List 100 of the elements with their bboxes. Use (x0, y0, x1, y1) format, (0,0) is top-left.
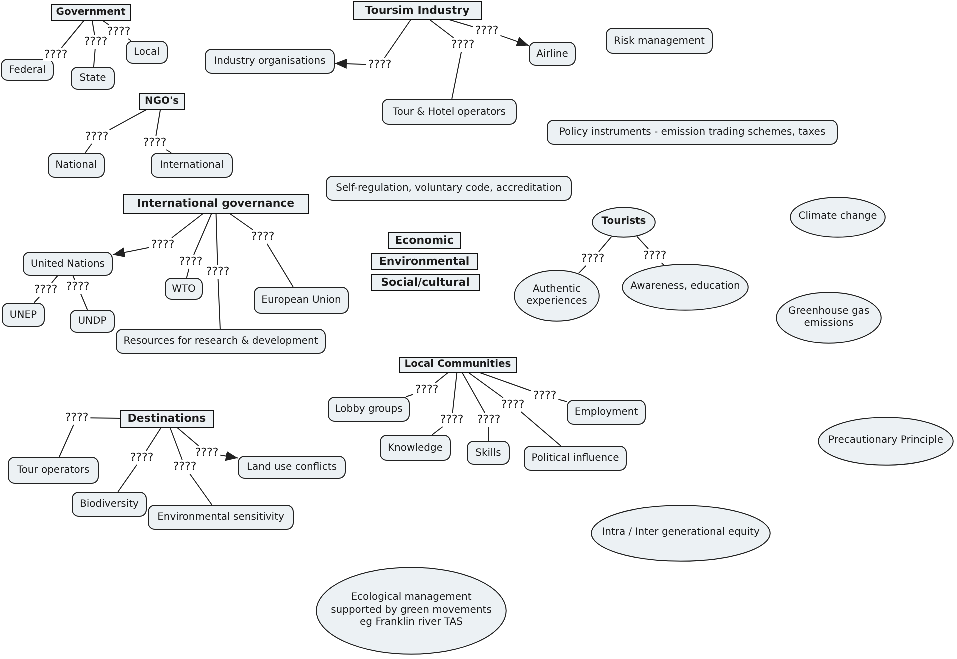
link-label: ???? (476, 414, 502, 426)
concept-box (524, 446, 627, 471)
concept-label: Knowledge (388, 442, 443, 454)
concept-label: Tourists (602, 216, 646, 229)
link-label: ???? (205, 266, 231, 278)
concept-label: National (56, 160, 98, 171)
concept-box (8, 457, 99, 484)
concept-label: Resources for research & development (124, 336, 318, 347)
concept-label: Skills (476, 448, 502, 458)
arrow (449, 20, 530, 46)
concept-label: Political influence (532, 453, 620, 464)
link-label: ???? (500, 399, 526, 411)
link-label: ???? (474, 25, 500, 37)
concept-box (547, 120, 838, 145)
connector-line (578, 236, 612, 274)
link-label: ???? (33, 284, 59, 296)
connector-line (636, 236, 665, 266)
concept-box (116, 329, 326, 354)
concept-box (48, 153, 105, 178)
link-label: ???? (367, 59, 393, 71)
concept-box (165, 278, 203, 300)
topic-box (123, 194, 309, 214)
concept-ellipse (622, 264, 749, 311)
concept-label: Land use conflicts (246, 462, 338, 473)
concept-box (71, 67, 115, 90)
concept-box (382, 99, 517, 125)
concept-box (1, 59, 54, 81)
concept-label: Lobby groups (335, 404, 403, 415)
concept-ellipse (818, 417, 954, 466)
connector-line (34, 276, 58, 304)
connector-line (430, 20, 462, 100)
connector-line (186, 214, 212, 278)
topic-label: Social/cultural (381, 276, 470, 290)
arrow (334, 20, 412, 69)
connector-line (102, 20, 132, 42)
connector-line (72, 276, 88, 310)
concept-box (529, 42, 576, 66)
link-label: ???? (250, 231, 276, 243)
concept-label: State (80, 73, 106, 84)
topic-box (371, 274, 480, 291)
link-label: ???? (142, 137, 168, 149)
concept-label: Intra / Inter generational equity (602, 527, 760, 540)
connector-line (216, 214, 221, 330)
concept-box (606, 28, 713, 54)
concept-label: Precautionary Principle (828, 435, 944, 448)
concept-label: UNDP (78, 316, 107, 327)
concept-box (151, 153, 233, 178)
concept-ellipse (514, 270, 600, 322)
link-label: ???? (642, 250, 668, 262)
link-label: ???? (450, 39, 476, 51)
topic-box (120, 410, 214, 428)
topic-box (139, 93, 185, 110)
link-label: ???? (65, 281, 91, 293)
arrow (177, 428, 238, 462)
connector-line (230, 214, 294, 288)
concept-label: Environmental sensitivity (158, 512, 284, 523)
connector-line (170, 428, 213, 506)
topic-box (353, 1, 482, 20)
concept-label: Tour operators (17, 465, 90, 476)
concept-label: UNEP (10, 310, 38, 320)
link-label: ???? (106, 26, 132, 38)
concept-label: Policy instruments - emission trading schemes, taxes (559, 127, 826, 138)
concept-box (126, 41, 168, 64)
link-label: ???? (439, 414, 465, 426)
topic-label: Local Communities (404, 359, 512, 371)
concept-label: Awareness, education (630, 281, 740, 294)
link-label: ???? (43, 49, 69, 61)
concept-box (70, 310, 115, 333)
concept-label: Ecological management supported by green movements eg Franklin river TAS (330, 592, 493, 630)
concept-label: Industry organisations (214, 56, 326, 67)
link-label: ???? (580, 253, 606, 265)
connector-line (432, 372, 458, 436)
concept-label: Biodiversity (80, 499, 139, 510)
concept-label: Greenhouse gas emissions (787, 306, 871, 330)
concept-box (72, 492, 147, 517)
arrow (112, 214, 204, 258)
concept-box (567, 400, 646, 425)
topic-label: International governance (137, 197, 295, 211)
concept-ellipse (790, 197, 886, 238)
concept-box (380, 435, 451, 461)
concept-box (2, 303, 45, 327)
topic-label: Toursim Industry (365, 4, 470, 18)
topic-label: Economic (395, 234, 454, 248)
link-label: ???? (83, 36, 109, 48)
concept-label: European Union (262, 295, 342, 306)
concept-label: Local (134, 47, 160, 58)
topic-label: Government (56, 6, 126, 18)
topic-label: Environmental (379, 254, 470, 268)
concept-box (148, 505, 294, 530)
link-label: ???? (64, 412, 90, 424)
topic-box (371, 253, 478, 270)
link-label: ???? (150, 239, 176, 251)
concept-box (328, 397, 410, 422)
concept-label: Employment (574, 407, 638, 418)
concept-ellipse (316, 567, 507, 655)
topic-box (51, 4, 131, 21)
link-label: ???? (414, 384, 440, 396)
link-label: ???? (194, 447, 220, 459)
concept-box (205, 49, 335, 74)
connector-line (85, 110, 147, 154)
